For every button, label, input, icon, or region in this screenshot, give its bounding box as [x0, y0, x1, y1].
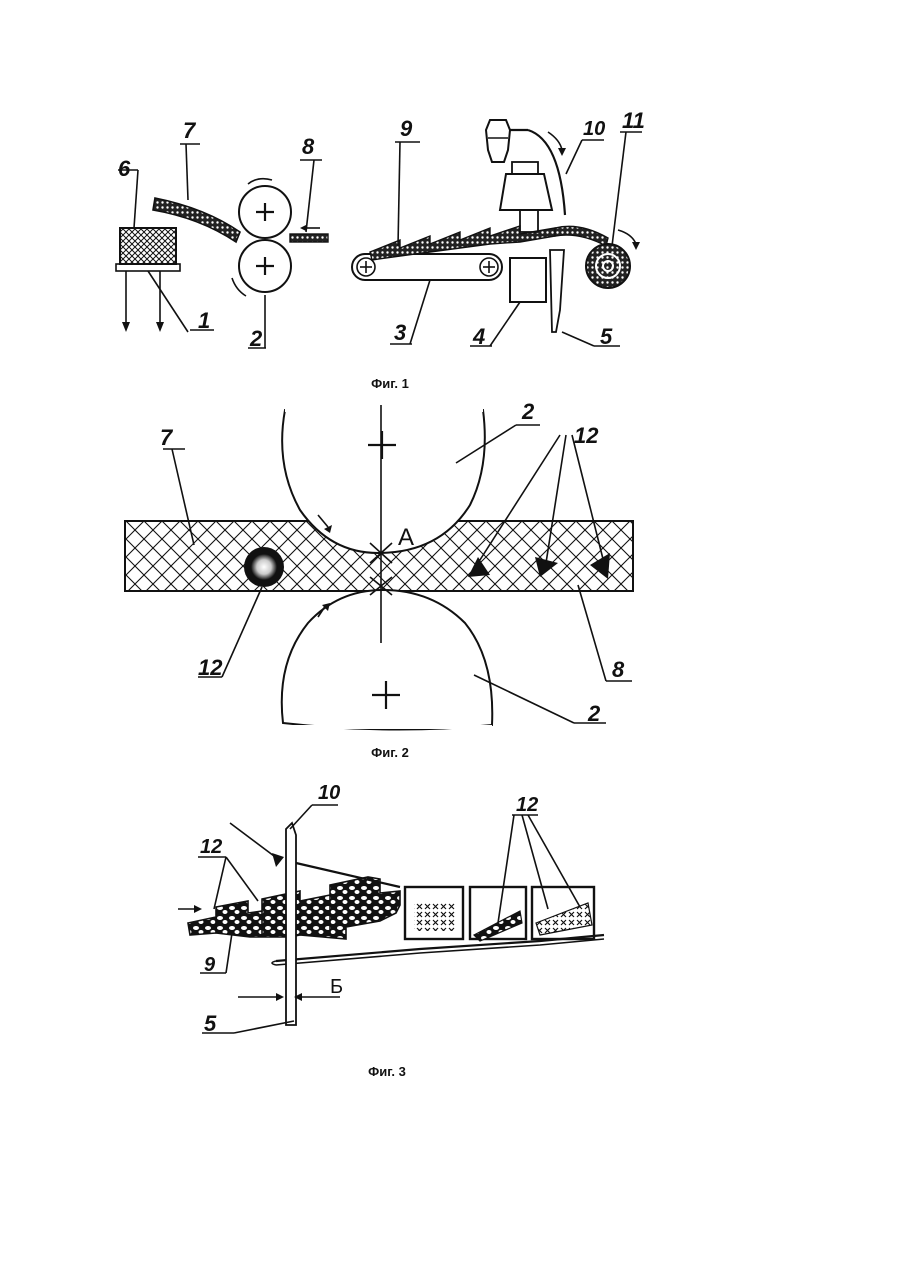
label-12-right: 12 — [516, 794, 538, 816]
label-12-left: 12 — [198, 655, 223, 680]
calender-rolls — [232, 179, 291, 296]
label-7: 7 — [183, 118, 197, 143]
label-4: 4 — [472, 324, 485, 349]
label-1: 1 — [198, 308, 210, 333]
strip-8 — [290, 225, 328, 242]
label-12-right: 12 — [574, 423, 599, 448]
label-A: А — [398, 524, 414, 551]
label-6: 6 — [118, 156, 131, 181]
label-9: 9 — [204, 954, 216, 976]
label-8: 8 — [612, 657, 625, 682]
label-11: 11 — [622, 108, 645, 133]
figure-1: 6 7 8 9 10 11 1 2 3 4 5 Фиг. 1 — [0, 100, 901, 400]
label-10: 10 — [318, 782, 340, 804]
label-5: 5 — [600, 324, 613, 349]
label-3: 3 — [394, 320, 406, 345]
caption-fig2: Фиг. 2 — [371, 745, 409, 760]
caption-fig3: Фиг. 3 — [368, 1064, 406, 1079]
cutting-unit — [486, 120, 566, 332]
label-5: 5 — [204, 1011, 217, 1036]
leader-lines-fig1 — [118, 132, 642, 348]
label-2-bottom: 2 — [587, 701, 601, 726]
label-7: 7 — [160, 425, 174, 450]
label-B: Б — [330, 976, 343, 998]
figure-3: 10 12 12 9 Б 5 Фиг. 3 — [0, 775, 901, 1095]
output-roll-11 — [555, 226, 640, 288]
label-8: 8 — [302, 134, 315, 159]
caption-fig1: Фиг. 1 — [371, 376, 409, 391]
label-2-top: 2 — [521, 399, 535, 424]
label-10: 10 — [583, 118, 605, 140]
label-12-left: 12 — [200, 836, 222, 858]
label-9: 9 — [400, 116, 413, 141]
figure-2: 7 2 12 А 12 8 2 Фиг. 2 — [0, 395, 901, 770]
die-block — [116, 228, 188, 332]
label-2: 2 — [249, 326, 263, 351]
